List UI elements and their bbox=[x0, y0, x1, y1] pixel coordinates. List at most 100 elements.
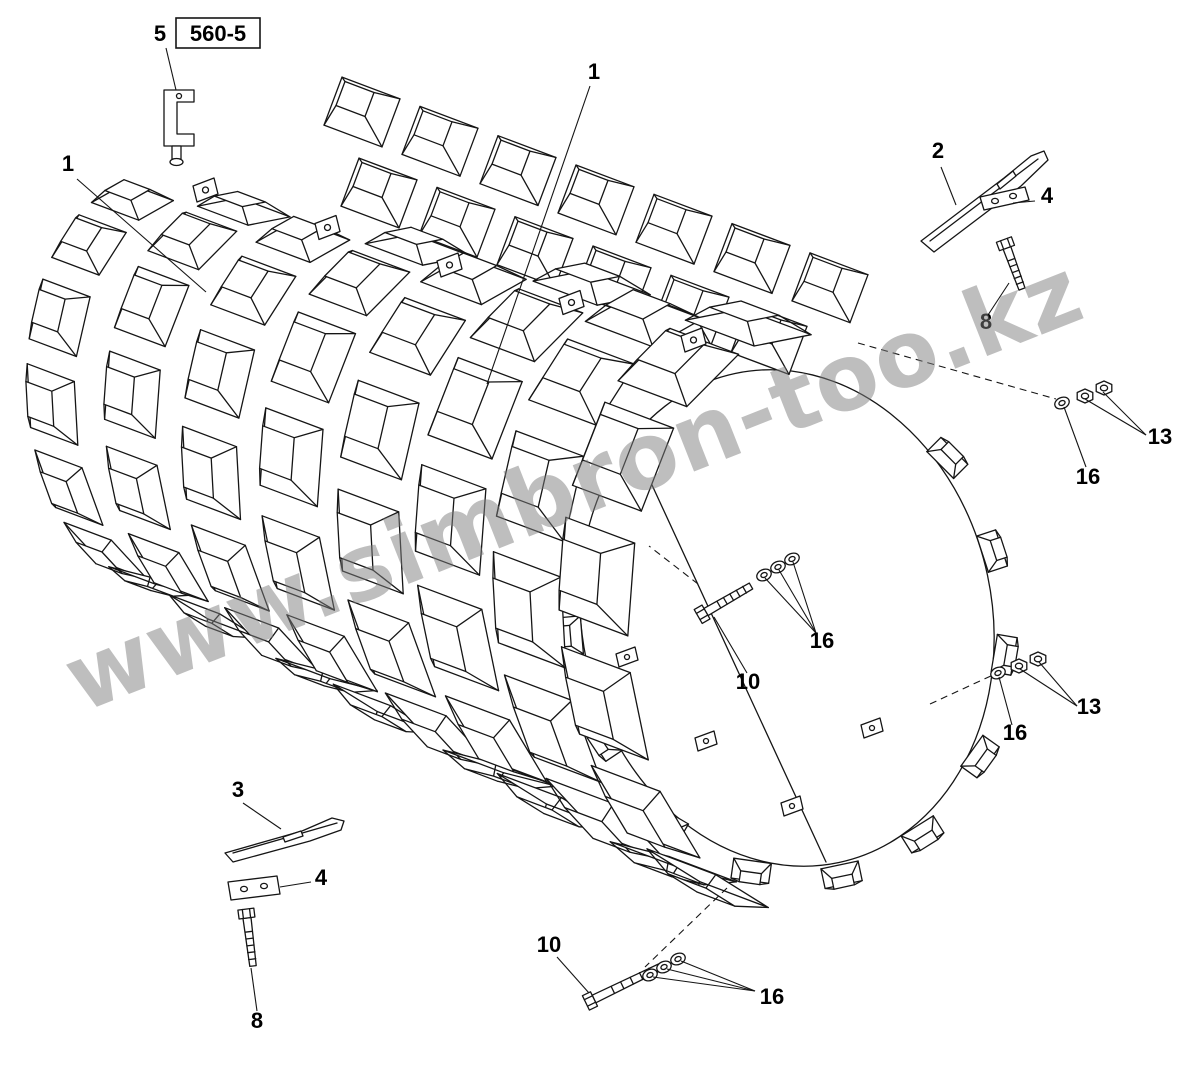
pad-edge bbox=[497, 135, 502, 141]
pad-edge bbox=[853, 879, 863, 886]
pad-edge bbox=[590, 764, 606, 798]
bolt-head-facet bbox=[586, 1001, 597, 1007]
pad-edge bbox=[496, 264, 527, 281]
pad-edge bbox=[607, 179, 635, 188]
pad-edge bbox=[746, 320, 755, 347]
pad-edge bbox=[455, 608, 483, 628]
pad-edge bbox=[146, 576, 151, 588]
pad-edge bbox=[270, 359, 280, 382]
pad-edge bbox=[419, 105, 424, 112]
lug-hole bbox=[702, 737, 710, 745]
pad-edge bbox=[546, 231, 574, 240]
pad-edge bbox=[612, 738, 649, 761]
drum-end-face-layer bbox=[579, 369, 995, 867]
nut-hole bbox=[1080, 392, 1090, 400]
pad-edge bbox=[196, 329, 202, 343]
pad-edge bbox=[127, 532, 139, 557]
hardware-parts bbox=[163, 89, 1049, 901]
pad-edge bbox=[571, 459, 584, 486]
pad-edge bbox=[38, 278, 44, 291]
pad-edge bbox=[148, 318, 166, 348]
pad-top bbox=[831, 873, 856, 890]
pad-edge bbox=[471, 278, 483, 306]
pad-edge bbox=[442, 238, 471, 257]
leader-line bbox=[1063, 406, 1087, 468]
drum-pad-rings-layer bbox=[25, 179, 812, 909]
pad-edge bbox=[28, 321, 33, 340]
pad-edge bbox=[982, 734, 988, 750]
pad-top bbox=[581, 413, 639, 475]
pad-edge bbox=[479, 163, 493, 185]
pad-edge bbox=[453, 356, 459, 370]
pad-top bbox=[278, 321, 327, 373]
pad-edge bbox=[262, 407, 267, 427]
callout-10-mid: 10 bbox=[736, 669, 760, 694]
pad-edge bbox=[209, 223, 238, 232]
bolt-thread bbox=[1009, 263, 1018, 268]
pad-edge bbox=[101, 539, 112, 553]
callout-item5: 5 bbox=[154, 21, 166, 46]
pad-edge bbox=[293, 311, 299, 323]
pad-edge bbox=[308, 275, 326, 295]
pad-edge bbox=[584, 304, 607, 323]
leader-line bbox=[792, 561, 817, 634]
pad-top bbox=[491, 139, 531, 176]
mount-lug bbox=[314, 214, 341, 241]
plate-hole bbox=[1008, 192, 1018, 200]
dashed-reference-line bbox=[644, 887, 728, 968]
bolt-shaft bbox=[1002, 245, 1026, 291]
pad-edge bbox=[529, 576, 562, 593]
pad-top bbox=[183, 612, 234, 638]
pad-edge bbox=[646, 848, 669, 875]
pad-edge bbox=[570, 645, 585, 655]
pad-edge bbox=[545, 777, 566, 809]
washer-hole bbox=[994, 669, 1002, 677]
pad-edge bbox=[664, 846, 701, 859]
pad-top bbox=[187, 341, 228, 391]
pad-edge bbox=[300, 239, 311, 264]
pad-edge bbox=[952, 463, 957, 480]
pad-edge bbox=[135, 464, 158, 480]
pad-top bbox=[803, 256, 843, 293]
pad-edge bbox=[562, 516, 567, 540]
pad-edge bbox=[514, 216, 519, 222]
plate-outline bbox=[979, 186, 1030, 211]
pad-edge bbox=[824, 887, 835, 890]
bolt-thread bbox=[638, 972, 644, 981]
pad-top bbox=[381, 301, 436, 346]
pad-edge bbox=[130, 199, 140, 221]
pad-edge bbox=[384, 692, 403, 720]
pad-top bbox=[297, 639, 349, 684]
pad-edge bbox=[841, 267, 869, 276]
pad-edge bbox=[181, 592, 209, 603]
pad-edge bbox=[599, 542, 636, 555]
pad-top bbox=[271, 215, 325, 241]
pad-edge bbox=[994, 529, 1002, 538]
pad-top bbox=[60, 217, 103, 252]
pad-edge bbox=[113, 307, 122, 329]
pad-edge bbox=[931, 815, 934, 831]
pad-top bbox=[120, 274, 163, 320]
bolt-head bbox=[995, 236, 1016, 252]
pad-edge bbox=[401, 134, 415, 156]
leader-line bbox=[987, 282, 1010, 316]
pad-edge bbox=[436, 186, 441, 193]
pad-edge bbox=[115, 502, 121, 512]
leader-line bbox=[998, 676, 1013, 726]
pad-top bbox=[420, 612, 467, 673]
pad-base bbox=[63, 521, 148, 580]
bolt-thread bbox=[716, 600, 722, 609]
mount-lugs-layer bbox=[192, 177, 707, 353]
pad-edge bbox=[180, 425, 184, 448]
bolt-thread bbox=[729, 593, 735, 602]
pad-edge bbox=[495, 627, 500, 644]
bolt-thread bbox=[610, 985, 616, 994]
pad-edge bbox=[599, 401, 606, 416]
pad-edge bbox=[210, 446, 238, 459]
pad-top bbox=[238, 630, 292, 668]
leader-line bbox=[1012, 200, 1036, 204]
pad-edge bbox=[459, 226, 478, 258]
pad-edge bbox=[164, 551, 180, 567]
leader-line bbox=[242, 802, 282, 830]
